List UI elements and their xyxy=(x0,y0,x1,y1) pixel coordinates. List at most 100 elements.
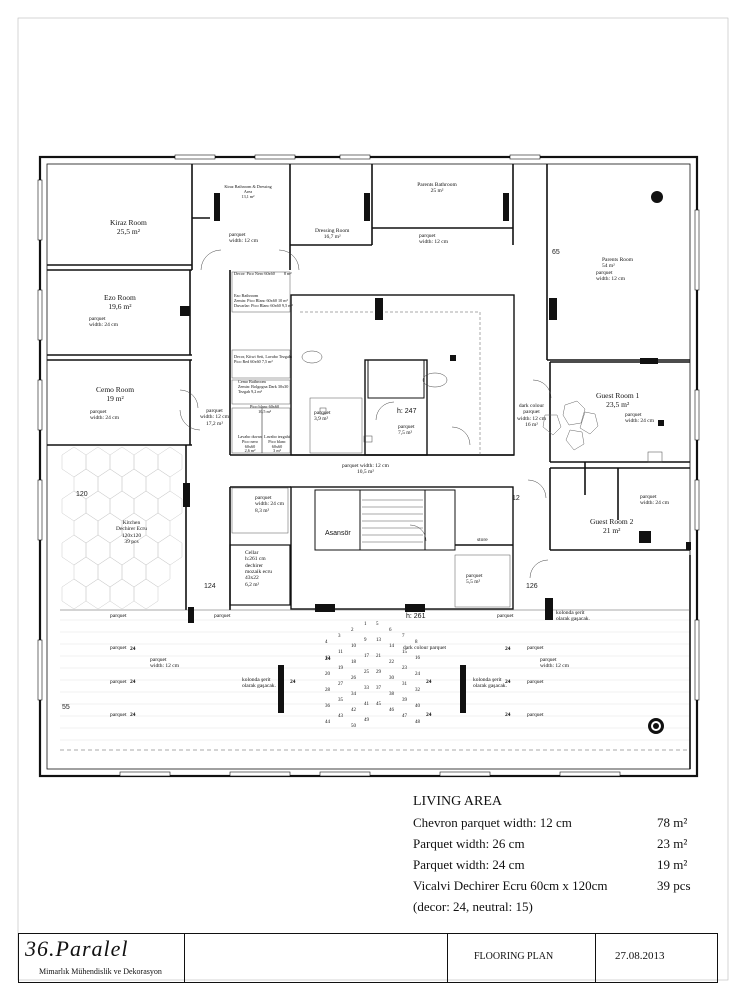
schedule-row-label: Parquet width: 26 cm xyxy=(413,836,525,851)
entry-floor: parquet xyxy=(255,495,272,501)
structural-columns xyxy=(180,191,691,734)
small-b-area: 2,6 m² xyxy=(244,448,256,454)
small-a-area: 10,5 m² xyxy=(258,408,271,414)
living-parquet-6: parquet xyxy=(110,712,127,718)
living-parquet-2: parquet xyxy=(214,613,231,619)
title-block-divider-3 xyxy=(595,934,596,982)
small-c-area: 3 m² xyxy=(273,448,281,454)
study: parquet 3,9 m² xyxy=(314,410,331,423)
store-parquet: parquet 5,5 m² xyxy=(466,573,483,586)
room-cemo-area: 19 m² xyxy=(106,393,124,403)
room-ezo-bath-area2: 9,5 m² xyxy=(281,302,293,308)
logo-subtitle: Mimarlık Mühendislik ve Dekorasyon xyxy=(39,967,162,976)
room-cemo: Cemo Room 19 m² xyxy=(96,385,135,403)
living-parquet-1: parquet xyxy=(110,613,127,619)
room-guest2-area: 21 m² xyxy=(602,525,621,535)
room-guest1-floor-width: width: 24 cm xyxy=(625,418,655,425)
room-parents-bath-floor-width: width: 12 cm xyxy=(419,239,449,246)
room-cellar-area: 6,2 m² xyxy=(245,581,260,588)
small-a-text: Pico blanc 60x60 xyxy=(250,404,280,409)
room-cellar-line1: h:261 cm xyxy=(245,556,266,563)
mark-24-10: 24 xyxy=(426,712,432,718)
living-note-right-line1: kolonda şerit xyxy=(473,677,502,683)
living-parquet-3: parquet xyxy=(497,613,514,619)
logo-name: 36.Paralel xyxy=(25,936,129,961)
hall-mid: parquet 7,5 m² xyxy=(398,424,415,437)
room-parents-floor: parquet xyxy=(596,269,613,276)
room-ezo-bath: Ezo Bathroom Zemin: Pico Blanc 60x60 10 … xyxy=(234,293,293,308)
room-cellar-line3: mozaik ecru xyxy=(245,568,273,575)
room-parents-width: width: 12 cm xyxy=(596,275,626,282)
room-cellar-line4: 43x22 xyxy=(245,575,259,582)
room-guest1-name: Guest Room 1 xyxy=(596,391,640,400)
living-parquet-8: parquet xyxy=(527,679,544,685)
hall-left: parquet width: 12 cm 17,2 m² xyxy=(200,408,229,427)
room-kiraz-bath-area: 13,1 m² xyxy=(241,193,255,199)
room-ezo-bath-name: Ezo Bathroom xyxy=(234,293,259,298)
mark-24-6: 24 xyxy=(505,712,511,718)
dark-colour-hall-area: 16 m² xyxy=(525,421,538,428)
room-guest2: Guest Room 2 21 m² xyxy=(590,517,633,535)
mark-24-2: 24 xyxy=(130,679,136,685)
door-swings xyxy=(179,249,552,579)
room-parents-bath: Parents Bathroom 25 m² xyxy=(417,182,457,195)
living-parquet-9: parquet xyxy=(527,712,544,718)
room-cemo-bath-line2: Tezgah 9,2 m² xyxy=(238,388,262,394)
room-cemo-bath: Cemo Bathroom Zemin: Bolgogna Dark 30x30… xyxy=(238,379,288,394)
store: store xyxy=(477,537,488,543)
dark-colour-hall-floor2: parquet xyxy=(523,409,540,416)
room-guest1-area: 23,5 m² xyxy=(606,399,630,409)
decor-top: Decor: Pico Nero 60x60 8 m² xyxy=(234,271,292,277)
schedule-row-amount: 19 m² xyxy=(657,857,688,872)
room-ezo-floor-width: width: 24 cm xyxy=(89,322,119,329)
small-c: Lavabo tezgahi Pico blanc 60x60 3 m² xyxy=(264,434,290,454)
living-parquet-5: parquet xyxy=(110,679,127,685)
study-area: 3,9 m² xyxy=(314,416,329,423)
hall-left-floor: parquet xyxy=(206,408,223,414)
room-kiraz: Kiraz Room 25,5 m² xyxy=(110,218,147,236)
room-guest1: Guest Room 1 23,5 m² xyxy=(596,391,640,409)
room-kitchen-line1: Dechirer Ecru xyxy=(116,526,147,533)
room-cemo-name: Cemo Room xyxy=(96,385,135,394)
room-dressing-area: 16,7 m² xyxy=(323,234,341,241)
room-ezo-floor-type: parquet xyxy=(89,316,106,322)
decor-top-text: Decor: Pico Nero 60x60 xyxy=(234,271,275,276)
elevator-label: Asansör xyxy=(325,530,351,537)
title-block-divider-1 xyxy=(184,934,185,982)
room-parents-name: Parents Room xyxy=(602,257,634,263)
schedule-row-label: (decor: 24, neutral: 15) xyxy=(413,899,533,914)
h261: h: 261 xyxy=(406,613,425,621)
column-note-top-line2: olarak gaşacak. xyxy=(556,616,590,623)
drawing-date: 27.08.2013 xyxy=(615,950,665,962)
schedule-row-label: Parquet width: 24 cm xyxy=(413,857,525,872)
schedule-row: (decor: 24, neutral: 15) xyxy=(413,899,693,919)
room-ezo-bath-line1: Zemin: Pico Blanc 60x60 xyxy=(234,297,277,303)
mark-24-3: 24 xyxy=(130,712,136,718)
dim-126: 126 xyxy=(526,583,538,590)
room-ezo-area: 19,6 m² xyxy=(108,301,132,311)
mark-24-4: 24 xyxy=(505,646,511,652)
small-a: Pico blanc 60x60 10,5 m² xyxy=(250,404,280,415)
dim-55: 55 xyxy=(62,704,70,711)
room-kiraz-bath-name: Kiraz Bathroom & Dressing Area xyxy=(224,184,272,194)
room-cellar-line2: dechirer xyxy=(245,562,264,569)
living-dark-colour: dark colour parquet xyxy=(403,645,447,651)
entry: parquet width: 24 cm 8,3 m² xyxy=(255,495,284,514)
stone-floor xyxy=(542,400,599,451)
living-parquet-7: parquet xyxy=(527,645,544,651)
room-guest1-floor-type: parquet xyxy=(625,412,642,418)
corridor-area: 10,5 m² xyxy=(356,469,374,476)
room-guest2-floor-width: width: 24 cm xyxy=(640,500,670,507)
room-kitchen-line2: 120x120 xyxy=(121,532,142,539)
room-ezo-name: Ezo Room xyxy=(104,293,136,302)
column-note-top: kolonda şerit olarak gaşacak. xyxy=(556,610,590,623)
living-note-left-line2: olarak gaşacak. xyxy=(242,683,276,690)
drawing-title: FLOORING PLAN xyxy=(474,951,554,962)
room-parents-bath-name: Parents Bathroom xyxy=(417,182,457,188)
dark-colour-hall: dark colour parquet width: 12 cm 16 m² xyxy=(517,403,546,428)
windows xyxy=(37,154,700,777)
store-parquet-floor: parquet xyxy=(466,573,483,579)
decor-mid: Decor, Kitwi Seti, Lavabo Tezgahi Pico R… xyxy=(234,354,292,365)
